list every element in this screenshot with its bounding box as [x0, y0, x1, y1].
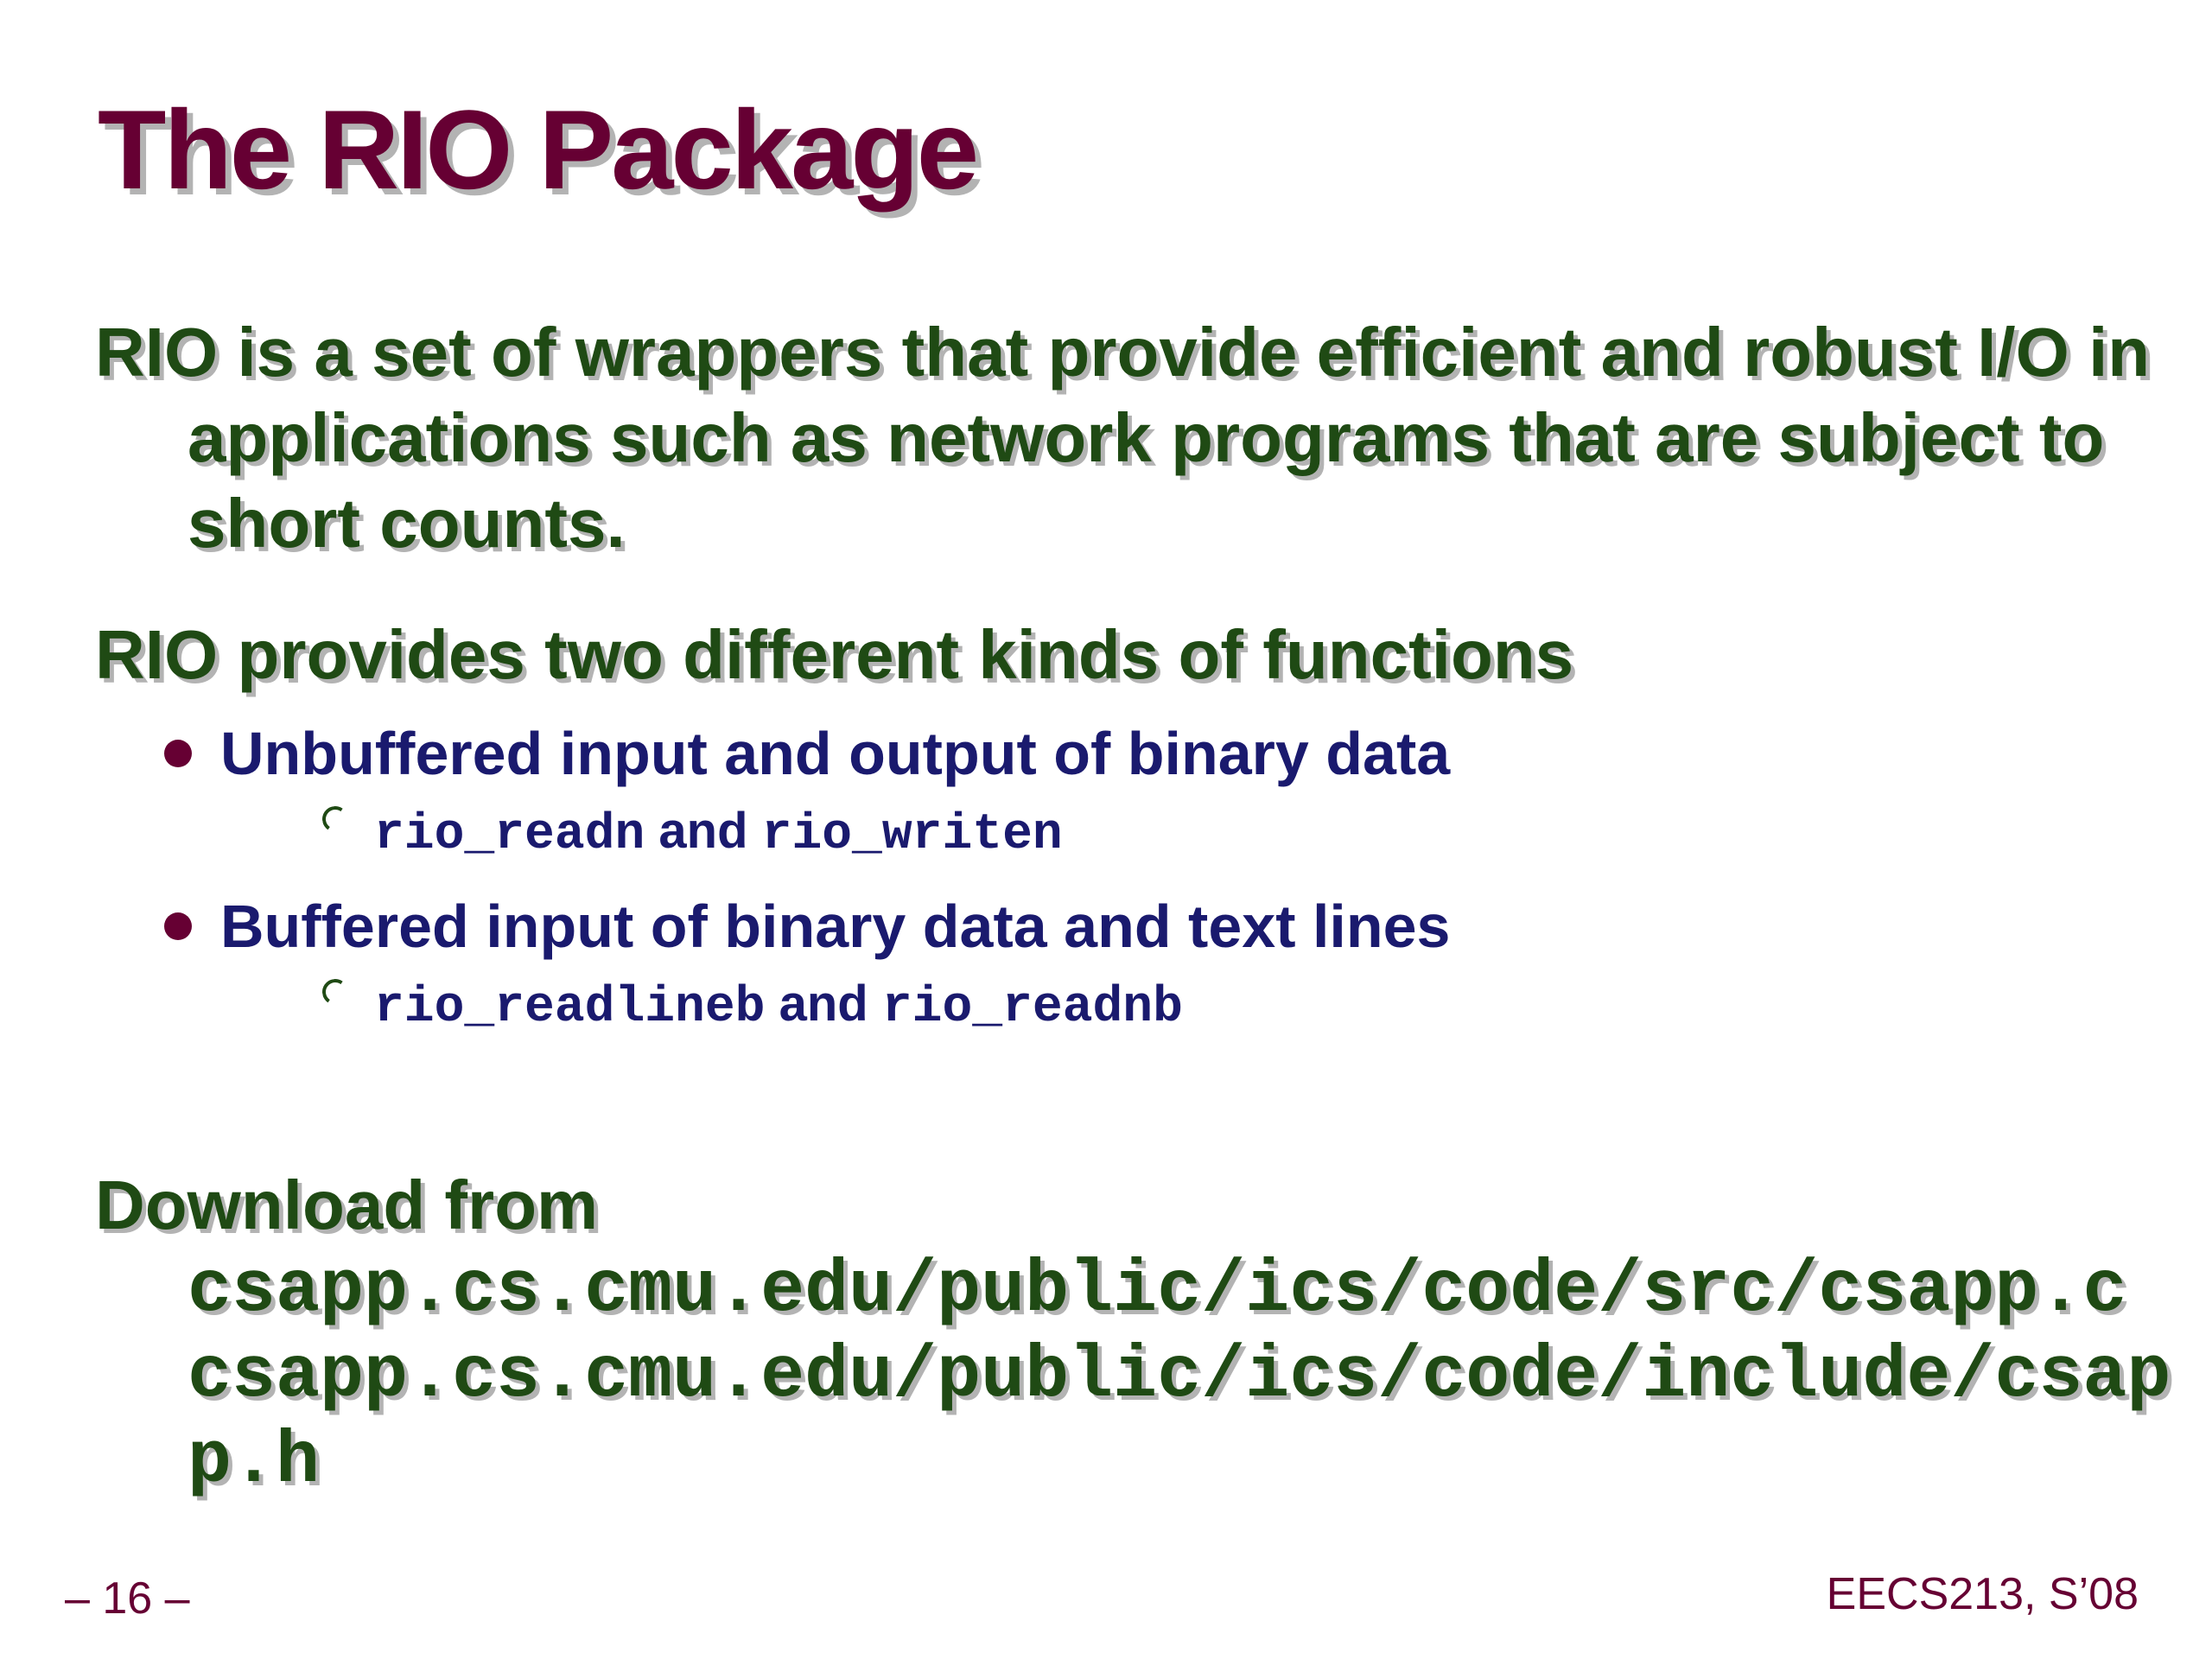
download-url-source: csapp.cs.cmu.edu/public/ics/code/src/csa… — [188, 1249, 2127, 1332]
joiner-and: and — [779, 976, 868, 1032]
ring-bullet-icon — [320, 804, 351, 835]
joiner-and: and — [658, 803, 748, 859]
code-rio-readlineb: rio_readlineb — [374, 980, 766, 1036]
code-rio-readnb: rio_readnb — [881, 980, 1183, 1036]
code-rio-writen: rio_writen — [761, 807, 1063, 863]
bullet-dot-icon — [164, 740, 192, 767]
detail-unbuffered: rio_readn and rio_writen — [320, 799, 1063, 868]
course-label: EECS213, S’08 — [1826, 1569, 2139, 1619]
page-number: – 16 – — [65, 1573, 190, 1624]
detail-buffered: rio_readlineb and rio_readnb — [320, 972, 1183, 1040]
ring-bullet-icon — [320, 976, 351, 1007]
bullet-download-from: Download from — [95, 1166, 599, 1243]
bullet-dot-icon — [164, 912, 192, 940]
subbullet-unbuffered-text: Unbuffered input and output of binary da… — [220, 720, 1451, 787]
code-rio-readn: rio_readn — [374, 807, 645, 863]
subbullet-unbuffered: Unbuffered input and output of binary da… — [164, 717, 1451, 790]
slide-title: The RIO Package — [98, 86, 979, 213]
bullet-rio-functions: RIO provides two different kinds of func… — [95, 616, 1574, 693]
download-url-header: csapp.cs.cmu.edu/public/ics/code/include… — [188, 1334, 2171, 1503]
bullet-rio-description: RIO is a set of wrappers that provide ef… — [95, 314, 2151, 562]
subbullet-buffered-text: Buffered input of binary data and text l… — [220, 893, 1451, 960]
subbullet-buffered: Buffered input of binary data and text l… — [164, 890, 1451, 963]
